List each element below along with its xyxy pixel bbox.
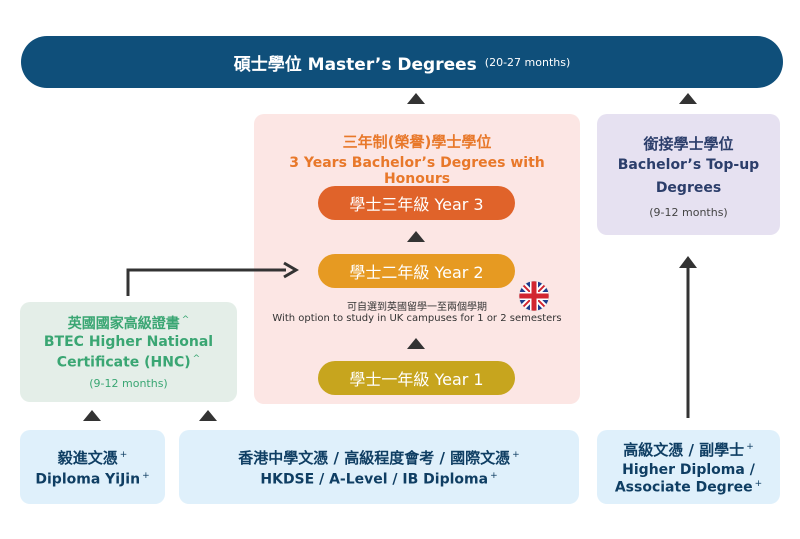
masters-duration: (20-27 months) <box>484 55 571 69</box>
hnc-mark: ^ <box>181 315 190 326</box>
honours-title-zh: 三年制(榮譽)學士學位 <box>342 133 492 151</box>
hd-line2: Higher Diploma / <box>622 461 755 478</box>
hd-line3-text: Associate Degree <box>614 479 753 496</box>
uk-flag-icon <box>518 280 550 312</box>
hnc-title-zh-text: 英國國家高級證書 <box>67 316 180 332</box>
arrow-up-icon <box>83 410 101 421</box>
hd-line3: Associate Degree+ <box>615 479 762 496</box>
masters-degrees-bar: 碩士學位 Master’s Degrees (20-27 months) <box>21 36 783 88</box>
yijin-mark: + <box>142 470 150 481</box>
hnc-title-zh: 英國國家高級證書^ <box>20 313 237 333</box>
arrow-up-icon <box>679 93 697 104</box>
hnc-mark: ^ <box>192 354 201 364</box>
hkdse-line1: 香港中學文憑 / 高級程度會考 / 國際文憑+ <box>238 447 519 468</box>
yijin-line1: 毅進文憑+ <box>58 447 128 468</box>
higher-diploma-box: 高級文憑 / 副學士+ Higher Diploma / Associate D… <box>597 430 780 504</box>
topup-title-en-1: Bachelor’s Top-up <box>617 157 760 173</box>
hkdse-mark: + <box>490 470 498 481</box>
hd-mark: + <box>746 441 754 452</box>
arrow-up-icon <box>199 410 217 421</box>
top-up-degree-panel <box>597 114 780 235</box>
yijin-line2: Diploma YiJin+ <box>35 471 149 488</box>
topup-title-en-2: Degrees <box>655 180 722 196</box>
hkdse-line2: HKDSE / A-Level / IB Diploma+ <box>260 471 497 488</box>
hd-mark: + <box>754 478 763 489</box>
arrow-up-icon <box>407 231 425 242</box>
arrow-up-icon <box>407 338 425 349</box>
hd-line1-text: 高級文憑 / 副學士 <box>623 440 745 459</box>
yijin-mark: + <box>119 449 128 460</box>
year1-pill: 學士一年級 Year 1 <box>318 361 515 395</box>
yijin-line1-text: 毅進文憑 <box>57 448 118 467</box>
hnc-panel <box>20 302 237 402</box>
hnc-title-en-2: Certificate (HNC)^ <box>20 354 237 371</box>
yijin-line2-text: Diploma YiJin <box>35 471 141 488</box>
hkdse-mark: + <box>512 449 520 460</box>
uk-option-note-zh: 可自選到英國留學一至兩個學期 <box>347 302 487 313</box>
hnc-title-en-1: BTEC Higher National <box>43 334 214 350</box>
hnc-duration: (9-12 months) <box>89 377 168 390</box>
honours-title-en: 3 Years Bachelor’s Degrees with Honours <box>289 155 545 187</box>
hkdse-box: 香港中學文憑 / 高級程度會考 / 國際文憑+ HKDSE / A-Level … <box>179 430 579 504</box>
year2-pill: 學士二年級 Year 2 <box>318 254 515 288</box>
arrow-up-icon <box>407 93 425 104</box>
topup-title-zh: 銜接學士學位 <box>643 135 734 153</box>
uk-option-note-en: With option to study in UK campuses for … <box>272 313 562 324</box>
year3-pill: 學士三年級 Year 3 <box>318 186 515 220</box>
hnc-title-en-2-text: Certificate (HNC) <box>56 354 191 371</box>
hd-line1: 高級文憑 / 副學士+ <box>623 439 753 460</box>
masters-title: 碩士學位 Master’s Degrees <box>233 54 477 75</box>
hkdse-line2-text: HKDSE / A-Level / IB Diploma <box>260 471 489 488</box>
hkdse-line1-text: 香港中學文憑 / 高級程度會考 / 國際文憑 <box>238 448 511 467</box>
topup-duration: (9-12 months) <box>649 206 728 219</box>
diploma-yijin-box: 毅進文憑+ Diploma YiJin+ <box>20 430 165 504</box>
